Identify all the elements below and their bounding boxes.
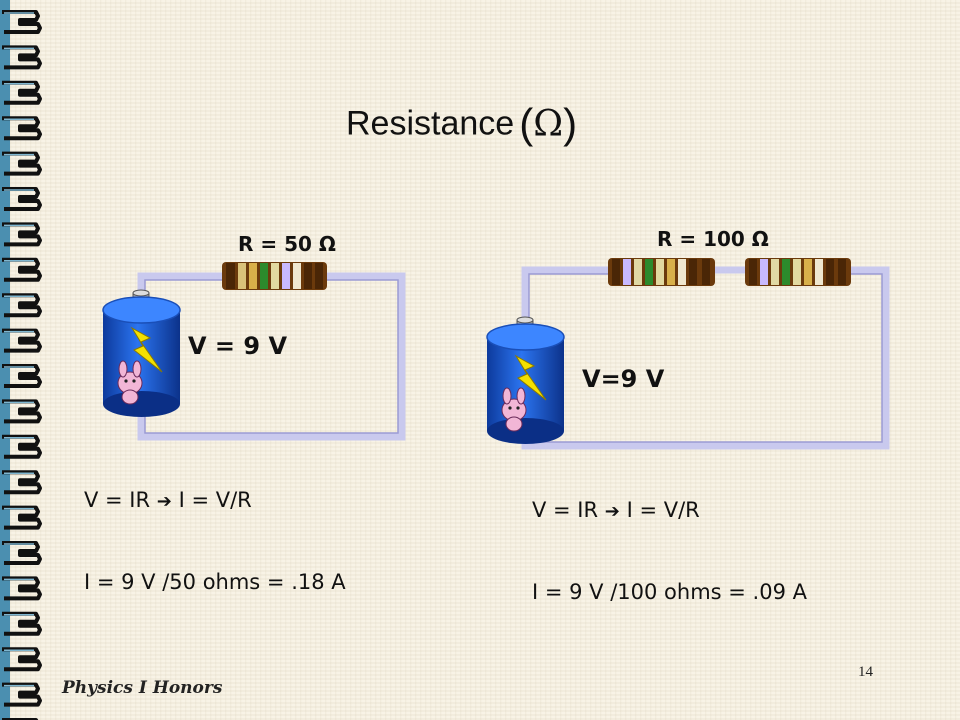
spiral-ring bbox=[2, 45, 42, 70]
spiral-ring bbox=[2, 328, 42, 353]
title-word: Resistance bbox=[346, 104, 515, 143]
spiral-ring bbox=[2, 116, 42, 141]
ohm-symbol: Ω bbox=[533, 103, 564, 145]
left-ohms-law-line: V = IR ➔ I = V/R bbox=[84, 488, 252, 512]
spiral-ring bbox=[2, 364, 42, 388]
title-open-paren: ( bbox=[519, 100, 534, 147]
spiral-binding bbox=[0, 0, 42, 720]
spiral-ring bbox=[2, 293, 42, 318]
spiral-ring bbox=[2, 611, 42, 636]
left-calculation-label: I = 9 V /50 ohms = .18 A bbox=[84, 570, 346, 594]
title-close-paren: ) bbox=[563, 100, 578, 147]
spiral-ring bbox=[2, 682, 42, 707]
right-arrow-icon: ➔ bbox=[604, 501, 620, 522]
spiral-ring bbox=[2, 399, 42, 424]
right-voltage-label: V=9 V bbox=[582, 365, 665, 393]
right-formula-result: I = V/R bbox=[626, 498, 700, 522]
spiral-ring bbox=[2, 80, 42, 105]
left-voltage-label: V = 9 V bbox=[188, 332, 288, 360]
spiral-ring bbox=[2, 222, 42, 247]
right-calculation-label: I = 9 V /100 ohms = .09 A bbox=[532, 580, 807, 604]
spiral-ring bbox=[2, 647, 42, 672]
spiral-ring bbox=[2, 434, 42, 459]
spiral-ring bbox=[2, 576, 42, 601]
right-circuit-wire bbox=[521, 266, 890, 450]
right-resistance-label: R = 100 Ω bbox=[657, 227, 769, 251]
spiral-ring bbox=[2, 470, 42, 495]
left-resistor bbox=[222, 262, 327, 290]
cartoon-bunny-icon bbox=[117, 360, 143, 405]
lightning-bolt-icon bbox=[130, 326, 163, 373]
lightning-bolt-icon bbox=[514, 354, 547, 401]
left-formula-result: I = V/R bbox=[178, 488, 252, 512]
spiral-ring bbox=[2, 541, 42, 565]
course-footer: Physics I Honors bbox=[62, 678, 223, 698]
spiral-ring bbox=[2, 10, 42, 34]
right-battery-icon bbox=[486, 316, 565, 444]
cartoon-bunny-icon bbox=[501, 387, 527, 432]
left-resistance-label: R = 50 Ω bbox=[238, 232, 336, 256]
right-formula-label: V = IR bbox=[532, 498, 599, 522]
left-formula-label: V = IR bbox=[84, 488, 151, 512]
spiral-ring bbox=[2, 187, 42, 211]
left-battery-icon bbox=[102, 289, 181, 417]
right-arrow-icon: ➔ bbox=[156, 491, 172, 512]
right-ohms-law-line: V = IR ➔ I = V/R bbox=[532, 498, 700, 522]
right-resistor-2 bbox=[745, 258, 851, 286]
spiral-ring bbox=[2, 257, 42, 282]
right-resistor-1 bbox=[608, 258, 715, 286]
page-number: 14 bbox=[858, 664, 873, 680]
spiral-ring bbox=[2, 505, 42, 530]
slide-title: Resistance (Ω) bbox=[346, 100, 666, 160]
spiral-ring bbox=[2, 151, 42, 176]
